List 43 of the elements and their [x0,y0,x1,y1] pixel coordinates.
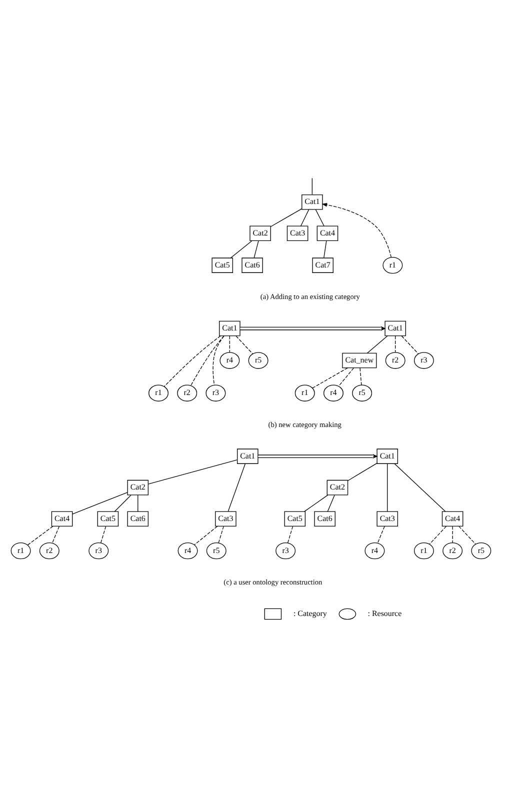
connector [312,367,348,388]
connector [367,335,388,353]
connector [164,335,221,386]
connector [401,335,419,354]
connector [236,335,254,354]
connector [270,208,302,226]
label: (c) a user ontology reconstruction [224,577,322,586]
connector [452,525,453,543]
connector [347,462,378,481]
connector [27,525,54,545]
connector [212,335,224,385]
connector [315,208,324,226]
arrow [258,454,378,458]
connector [327,494,335,512]
connector [287,525,294,543]
connector [254,240,259,258]
connector [360,367,362,385]
connector [312,177,313,195]
connector [228,462,246,512]
connector [324,240,327,258]
connector [230,240,252,258]
arrow [240,326,386,330]
connector [304,494,328,512]
connector [72,492,128,514]
connector [377,525,385,543]
label: (b) new category making [268,419,342,428]
connector [394,462,446,512]
connector [114,494,132,512]
connector [194,525,218,545]
connector [300,208,310,226]
connector [458,525,476,544]
connector [338,367,354,386]
connector [190,335,224,386]
label: (a) Adding to an existing category [260,292,360,301]
connector [229,335,230,352]
arrow [322,202,392,258]
connector [429,525,447,544]
connector [100,525,106,543]
connector [148,458,238,484]
connector [387,462,388,512]
connector [218,525,224,543]
connector [395,335,396,352]
connector [52,525,60,543]
